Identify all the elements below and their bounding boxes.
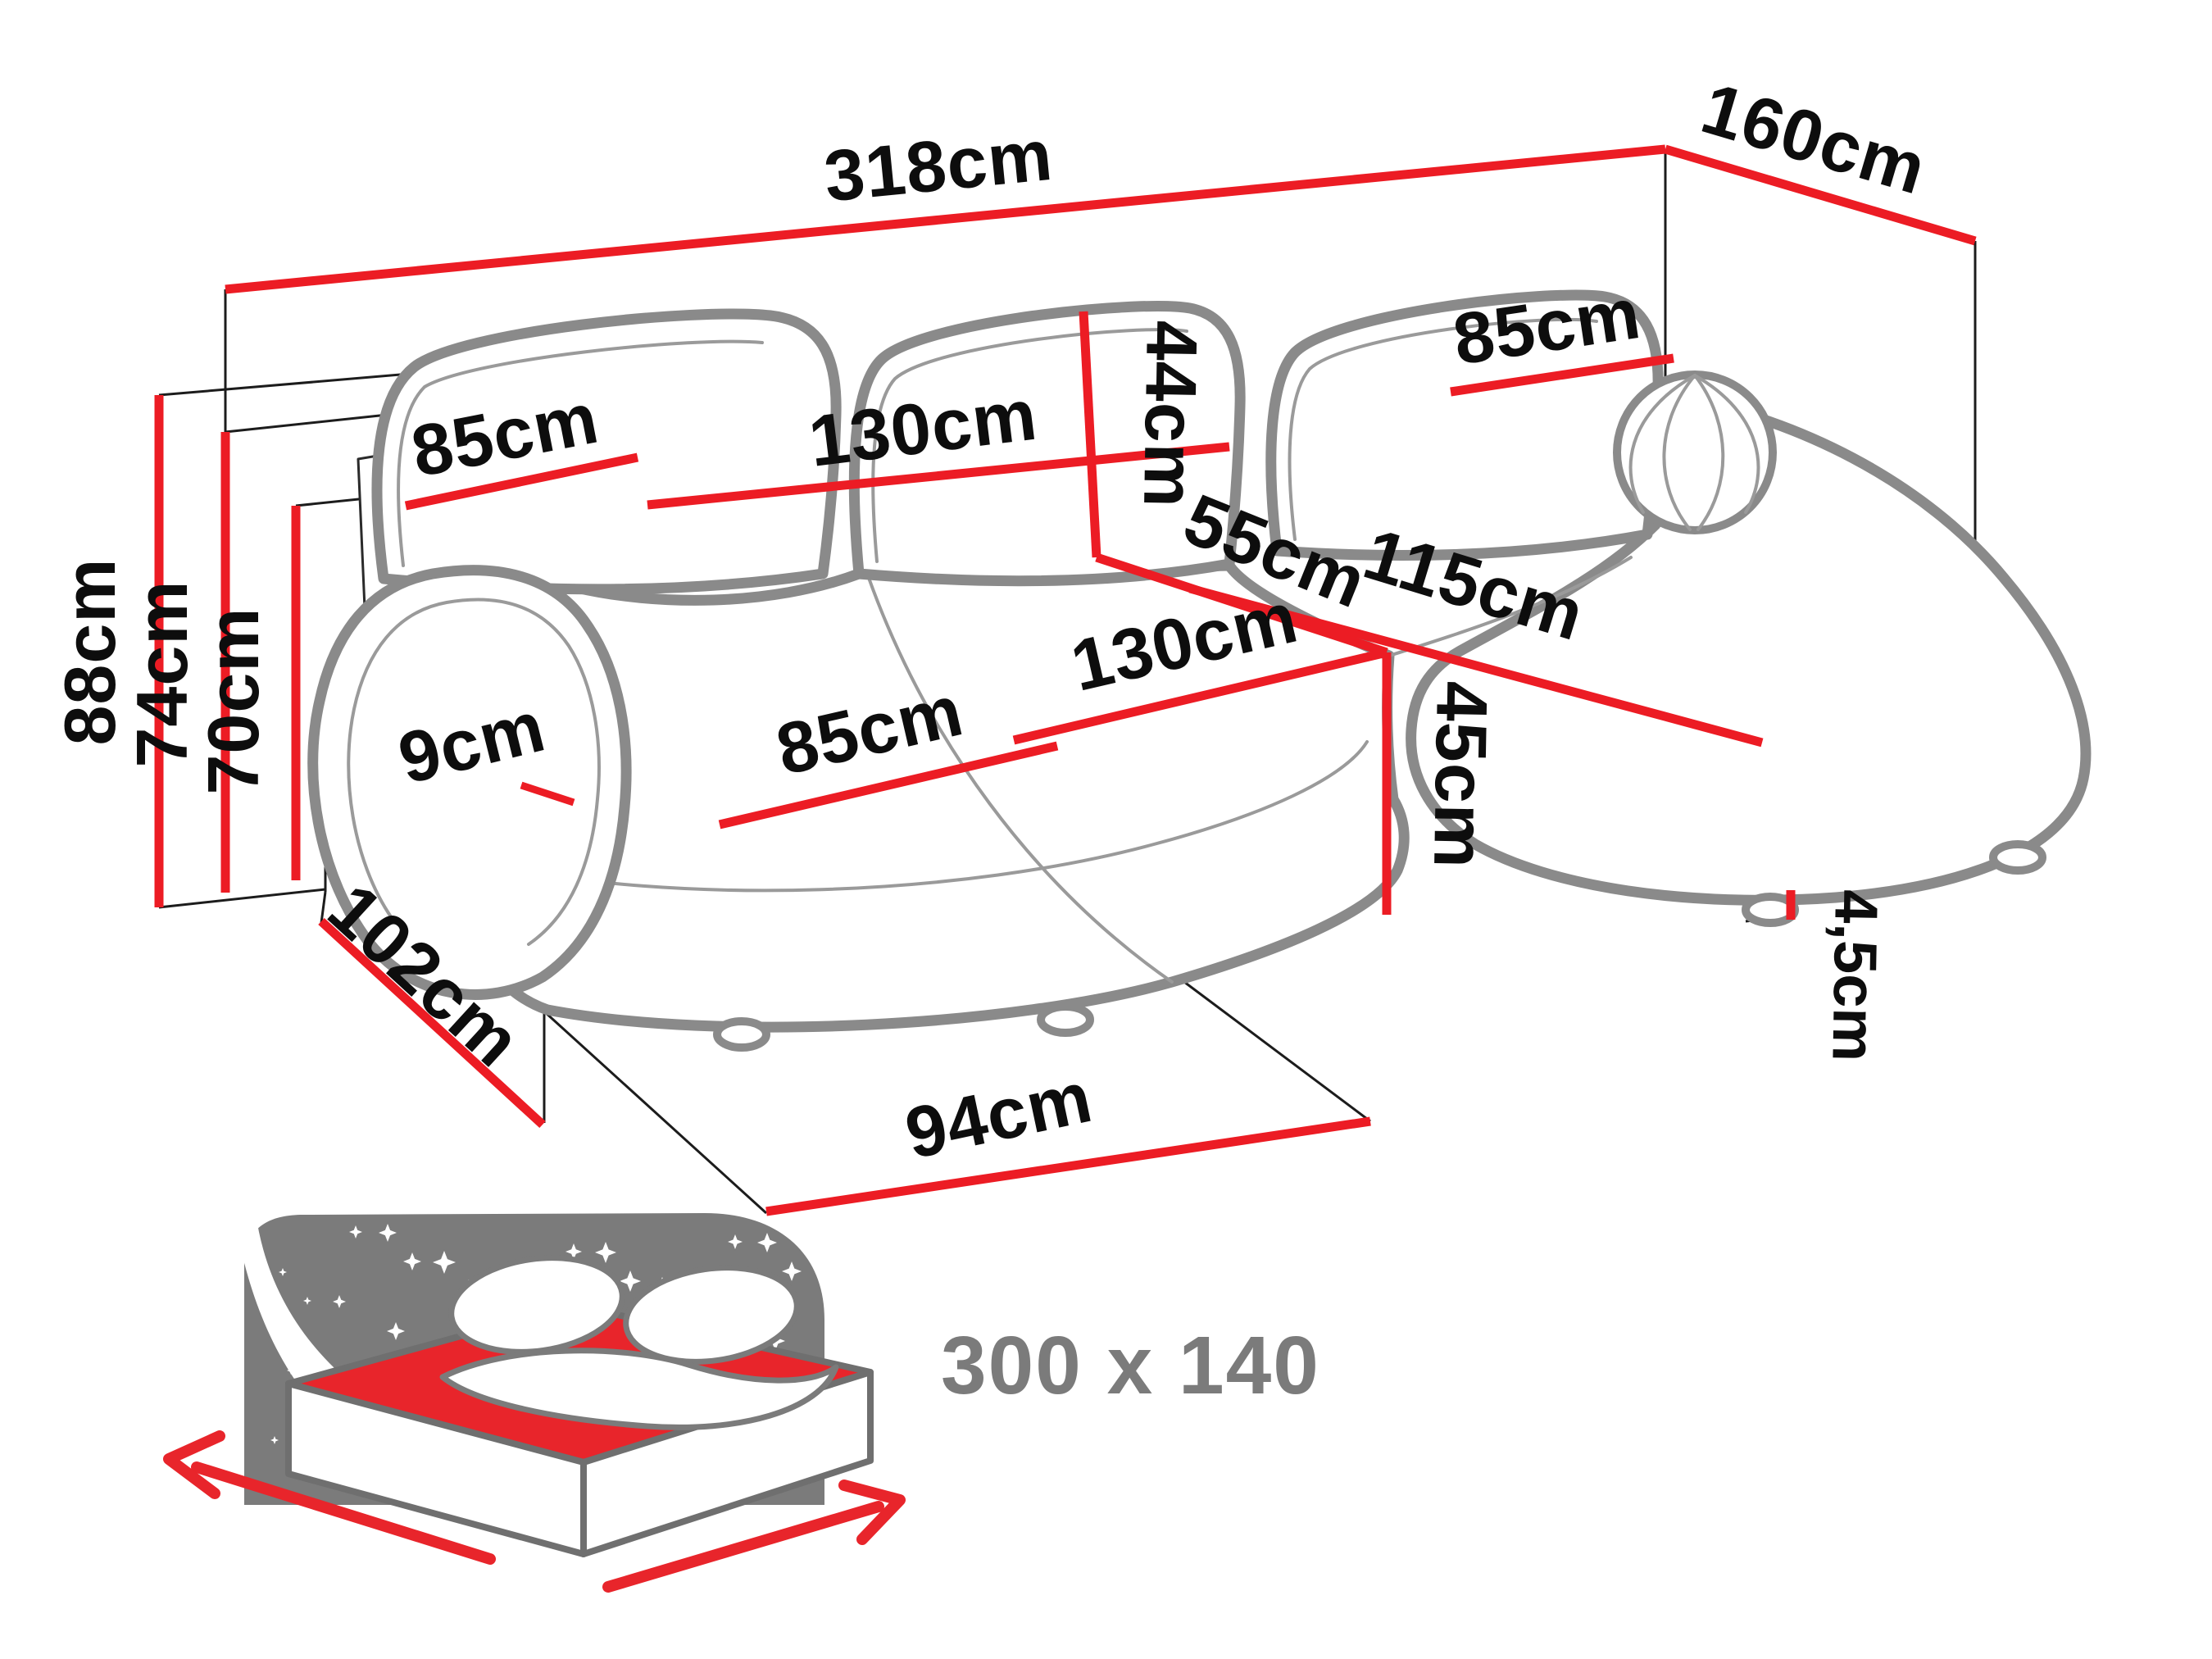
sleeping-area-label: 300 x 140 — [941, 1320, 1320, 1411]
dimension-lines — [154, 144, 1977, 1216]
dim-line-seat-chaise — [718, 741, 1059, 830]
sofa-drawing — [307, 289, 2092, 1052]
dim-label-seat-height: 45cm — [1419, 680, 1503, 870]
dim-label-chaise-front: 94cm — [898, 1056, 1099, 1174]
dim-line-backrest-middle — [647, 442, 1230, 510]
dim-line-chaise-front — [765, 1116, 1371, 1216]
dim-line-backrest-left — [404, 452, 639, 511]
ball-pillow-icon — [1613, 370, 1777, 534]
bed-duvet — [439, 1348, 839, 1430]
arrow-width — [602, 1501, 884, 1593]
dim-line-seat-middle — [1012, 648, 1388, 745]
armrest-left — [307, 565, 632, 1000]
backrest-right-crease — [1288, 317, 1598, 541]
arrow-length — [191, 1461, 496, 1565]
dim-line-backrest-height — [1079, 311, 1101, 558]
dim-label-leg-height: 4,5cm — [1819, 889, 1891, 1062]
backrest-middle-crease — [871, 328, 1188, 563]
backrest-middle — [848, 301, 1246, 587]
dim-label-height-backrest: 74cm — [121, 580, 202, 767]
arrow-length-head — [163, 1430, 225, 1499]
sofa-legs — [713, 840, 2046, 1052]
dim-label-height-total: 88cm — [49, 557, 130, 745]
dim-line-depth-side — [318, 917, 546, 1129]
dim-label-backrest-height: 44cm — [1129, 320, 1213, 509]
dim-line-backrest-right — [1450, 353, 1674, 397]
arrow-width-head — [838, 1479, 906, 1545]
dim-line-depth-total — [1664, 144, 1977, 246]
dim-label-width-total: 318cm — [820, 114, 1056, 217]
seat-seam-chaise — [867, 576, 1174, 984]
backrest-left — [371, 308, 842, 595]
armrest-left-crease — [347, 598, 601, 946]
bed-pillows — [439, 1255, 839, 1430]
dim-line-width-total — [225, 144, 1666, 294]
dim-label-height-armrest: 70cm — [193, 607, 274, 794]
backrest-right — [1265, 289, 1664, 561]
backrest-left-crease — [397, 339, 764, 567]
sleeping-function-icon: 300 x 140 — [163, 1213, 1320, 1593]
dim-label-depth-total: 160cm — [1693, 67, 1936, 210]
seat-front-crease — [478, 740, 1369, 893]
dim-line-chaise-right — [1188, 584, 1764, 748]
dim-line-armrest-top — [520, 781, 575, 807]
bed-size-arrows — [163, 1430, 906, 1593]
